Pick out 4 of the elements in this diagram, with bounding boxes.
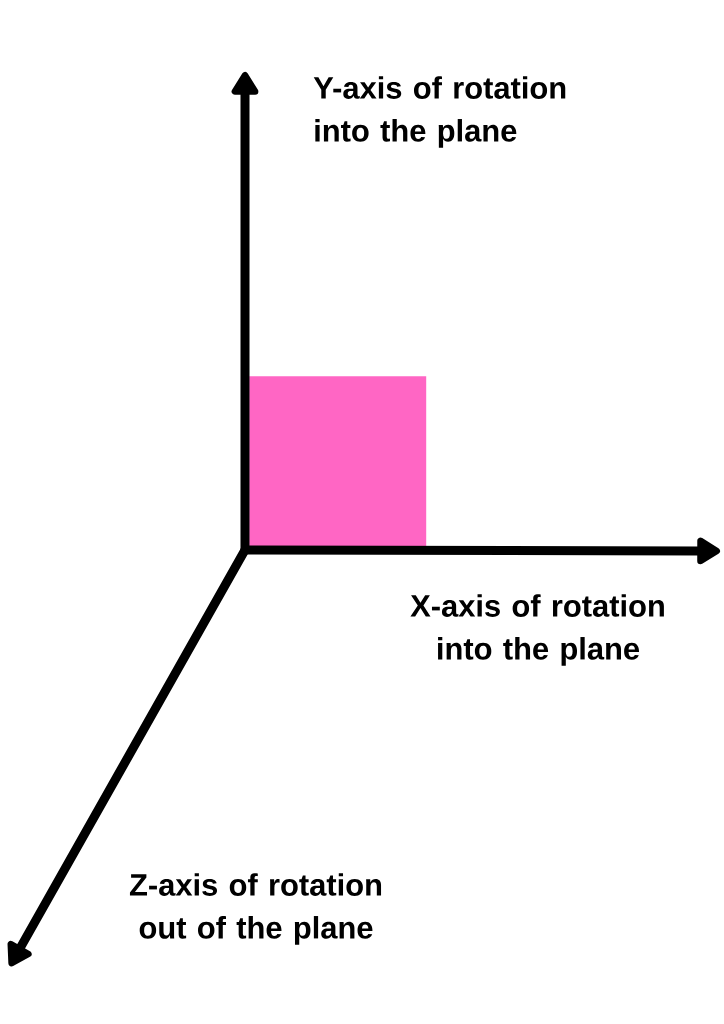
square: [249, 376, 427, 549]
axis-label: Z-axis of rotation out of the plane: [129, 873, 382, 945]
axis-label: Y-axis of rotation into the plane: [313, 76, 566, 148]
axis-label: X-axis of rotation into the plane: [410, 594, 664, 666]
